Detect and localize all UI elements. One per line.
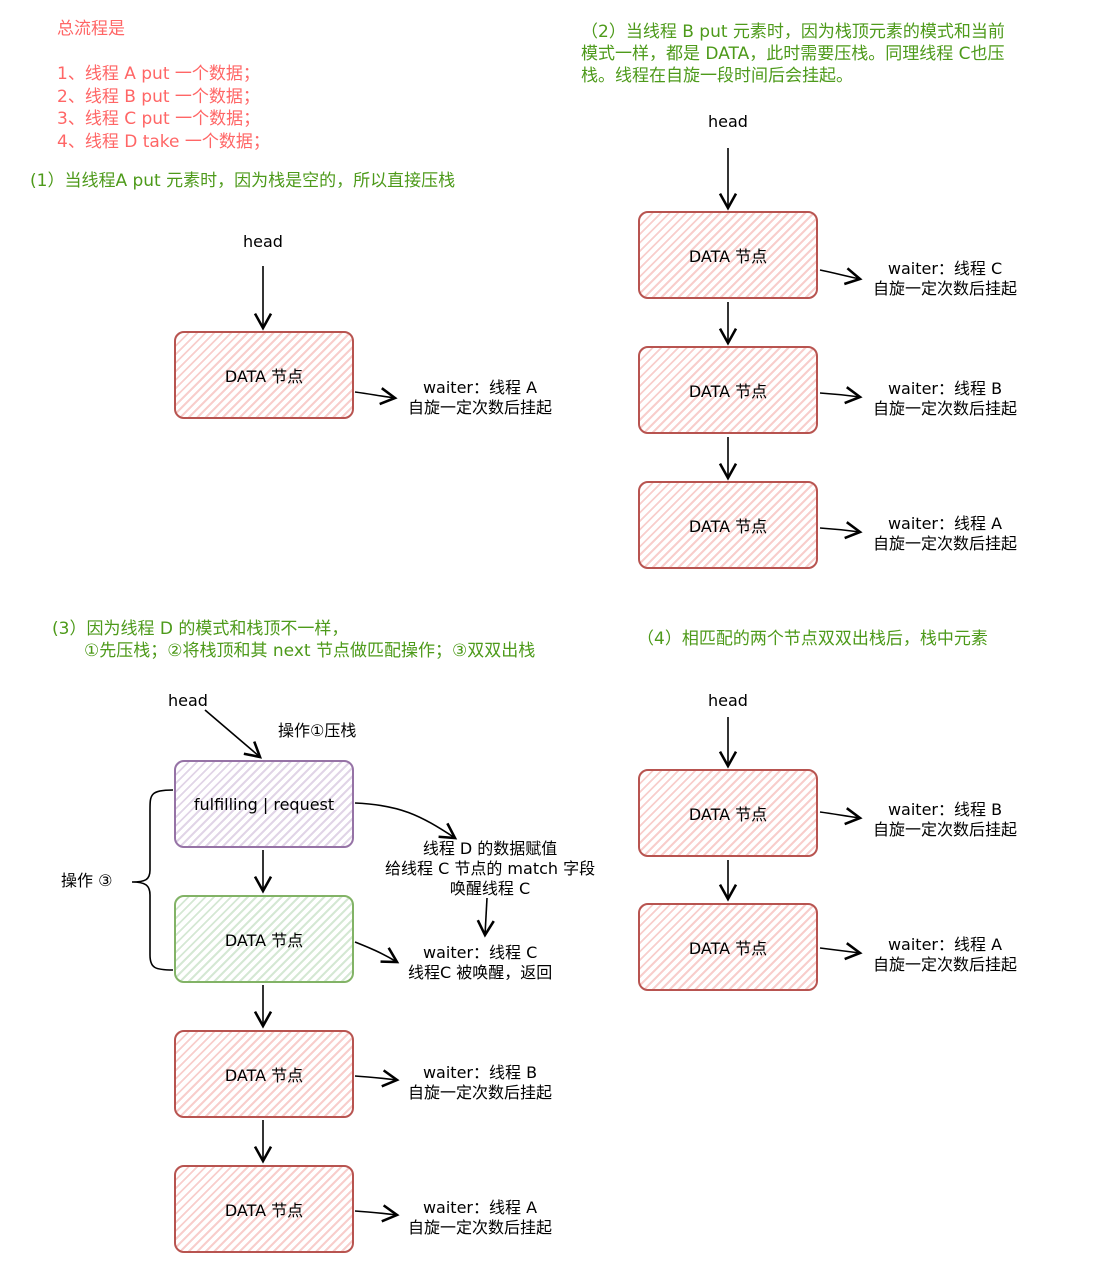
waiter-thread: waiter：线程 A (887, 935, 1003, 954)
head-label: head (168, 691, 208, 710)
waiter-label: waiter：线程 A 自旋一定次数后挂起 (873, 935, 1017, 975)
waiter-label: waiter：线程 A 自旋一定次数后挂起 (873, 514, 1017, 554)
data-node: DATA 节点 (638, 769, 818, 857)
waiter-arrow (819, 807, 863, 826)
data-node: DATA 节点 (638, 903, 818, 991)
data-node: DATA 节点 (638, 481, 818, 569)
waiter-arrow (354, 941, 400, 964)
waiter-thread: waiter：线程 A (422, 1198, 538, 1217)
waiter-label: waiter：线程 B 自旋一定次数后挂起 (873, 800, 1017, 840)
request-node: fulfilling | request (174, 760, 354, 848)
waiter-arrow (819, 521, 863, 540)
waiter-note: 自旋一定次数后挂起 (873, 399, 1018, 418)
waiter-note: 自旋一定次数后挂起 (873, 279, 1018, 298)
step-item: 4、线程 D take 一个数据； (57, 131, 270, 152)
waiter-arrow (819, 267, 863, 286)
waiter-thread: waiter：线程 C (422, 943, 538, 962)
data-node: DATA 节点 (638, 346, 818, 434)
match-arrow (354, 802, 458, 840)
waiter-note: 线程C 被唤醒，返回 (408, 963, 553, 982)
data-node: DATA 节点 (174, 1030, 354, 1118)
match-note-line: 线程 D 的数据赋值 (422, 839, 558, 858)
head-arrow (204, 709, 263, 759)
waiter-arrow (354, 1204, 400, 1223)
waiter-label: waiter：线程 B 自旋一定次数后挂起 (408, 1063, 552, 1103)
push-operation-label: 操作①压栈 (278, 721, 357, 740)
caption-line: 模式一样，都是 DATA，此时需要压栈。同理线程 C也压 (581, 44, 1005, 64)
step-item: 2、线程 B put 一个数据； (57, 86, 260, 107)
waiter-arrow (819, 386, 863, 405)
waiter-thread: waiter：线程 A (887, 514, 1003, 533)
panel2-caption: （2）当线程 B put 元素时，因为栈顶元素的模式和当前 模式一样，都是 DA… (581, 21, 1005, 87)
match-note-line: 给线程 C 节点的 match 字段 (385, 859, 596, 878)
waiter-arrow (354, 387, 398, 406)
waiter-thread: waiter：线程 B (887, 379, 1003, 398)
waiter-note: 自旋一定次数后挂起 (408, 398, 553, 417)
waiter-note: 自旋一定次数后挂起 (873, 534, 1018, 553)
caption-line: 栈。线程在自旋一段时间后会挂起。 (581, 66, 853, 86)
head-label: head (708, 691, 748, 710)
waiter-label: waiter：线程 A 自旋一定次数后挂起 (408, 1198, 552, 1238)
waiter-label: waiter：线程 A 自旋一定次数后挂起 (408, 378, 552, 418)
operation-brace (131, 789, 174, 971)
caption-line: （2）当线程 B put 元素时，因为栈顶元素的模式和当前 (581, 22, 1005, 42)
waiter-label: waiter：线程 B 自旋一定次数后挂起 (873, 379, 1017, 419)
panel3-caption: (3）因为线程 D 的模式和栈顶不一样， ①先压栈；②将栈顶和其 next 节点… (52, 618, 535, 662)
match-note-line: 唤醒线程 C (449, 879, 531, 898)
waiter-thread: waiter：线程 B (422, 1063, 538, 1082)
head-label: head (708, 112, 748, 131)
brace-operation-label: 操作 ③ (61, 871, 113, 890)
overview-title: 总流程是 (57, 19, 125, 39)
waiter-note: 自旋一定次数后挂起 (873, 820, 1018, 839)
step-item: 1、线程 A put 一个数据； (57, 64, 260, 84)
waiter-label: waiter：线程 C 线程C 被唤醒，返回 (408, 943, 552, 983)
step-item: 3、线程 C put 一个数据； (57, 109, 261, 129)
panel1-caption: (1）当线程A put 元素时，因为栈是空的，所以直接压栈 (30, 171, 456, 191)
match-note: 线程 D 的数据赋值 给线程 C 节点的 match 字段 唤醒线程 C (385, 839, 595, 899)
data-node: DATA 节点 (638, 211, 818, 299)
overview-steps: 1、线程 A put 一个数据； 2、线程 B put 一个数据； 3、线程 C… (57, 63, 270, 153)
head-label: head (243, 232, 283, 251)
waiter-thread: waiter：线程 B (887, 800, 1003, 819)
caption-line: (3）因为线程 D 的模式和栈顶不一样， (52, 619, 349, 639)
data-node: DATA 节点 (174, 1165, 354, 1253)
waiter-thread: waiter：线程 C (887, 259, 1003, 278)
waiter-arrow (819, 942, 863, 961)
waiter-arrow (354, 1069, 400, 1088)
data-node: DATA 节点 (174, 331, 354, 419)
caption-line: ①先压栈；②将栈顶和其 next 节点做匹配操作；③双双出栈 (84, 641, 536, 661)
waiter-note: 自旋一定次数后挂起 (873, 955, 1018, 974)
wake-arrow (476, 897, 495, 938)
waiter-note: 自旋一定次数后挂起 (408, 1218, 553, 1237)
matched-data-node: DATA 节点 (174, 895, 354, 983)
waiter-label: waiter：线程 C 自旋一定次数后挂起 (873, 259, 1017, 299)
waiter-thread: waiter：线程 A (422, 378, 538, 397)
waiter-note: 自旋一定次数后挂起 (408, 1083, 553, 1102)
panel4-caption: （4）相匹配的两个节点双双出栈后，栈中元素 (637, 629, 988, 649)
